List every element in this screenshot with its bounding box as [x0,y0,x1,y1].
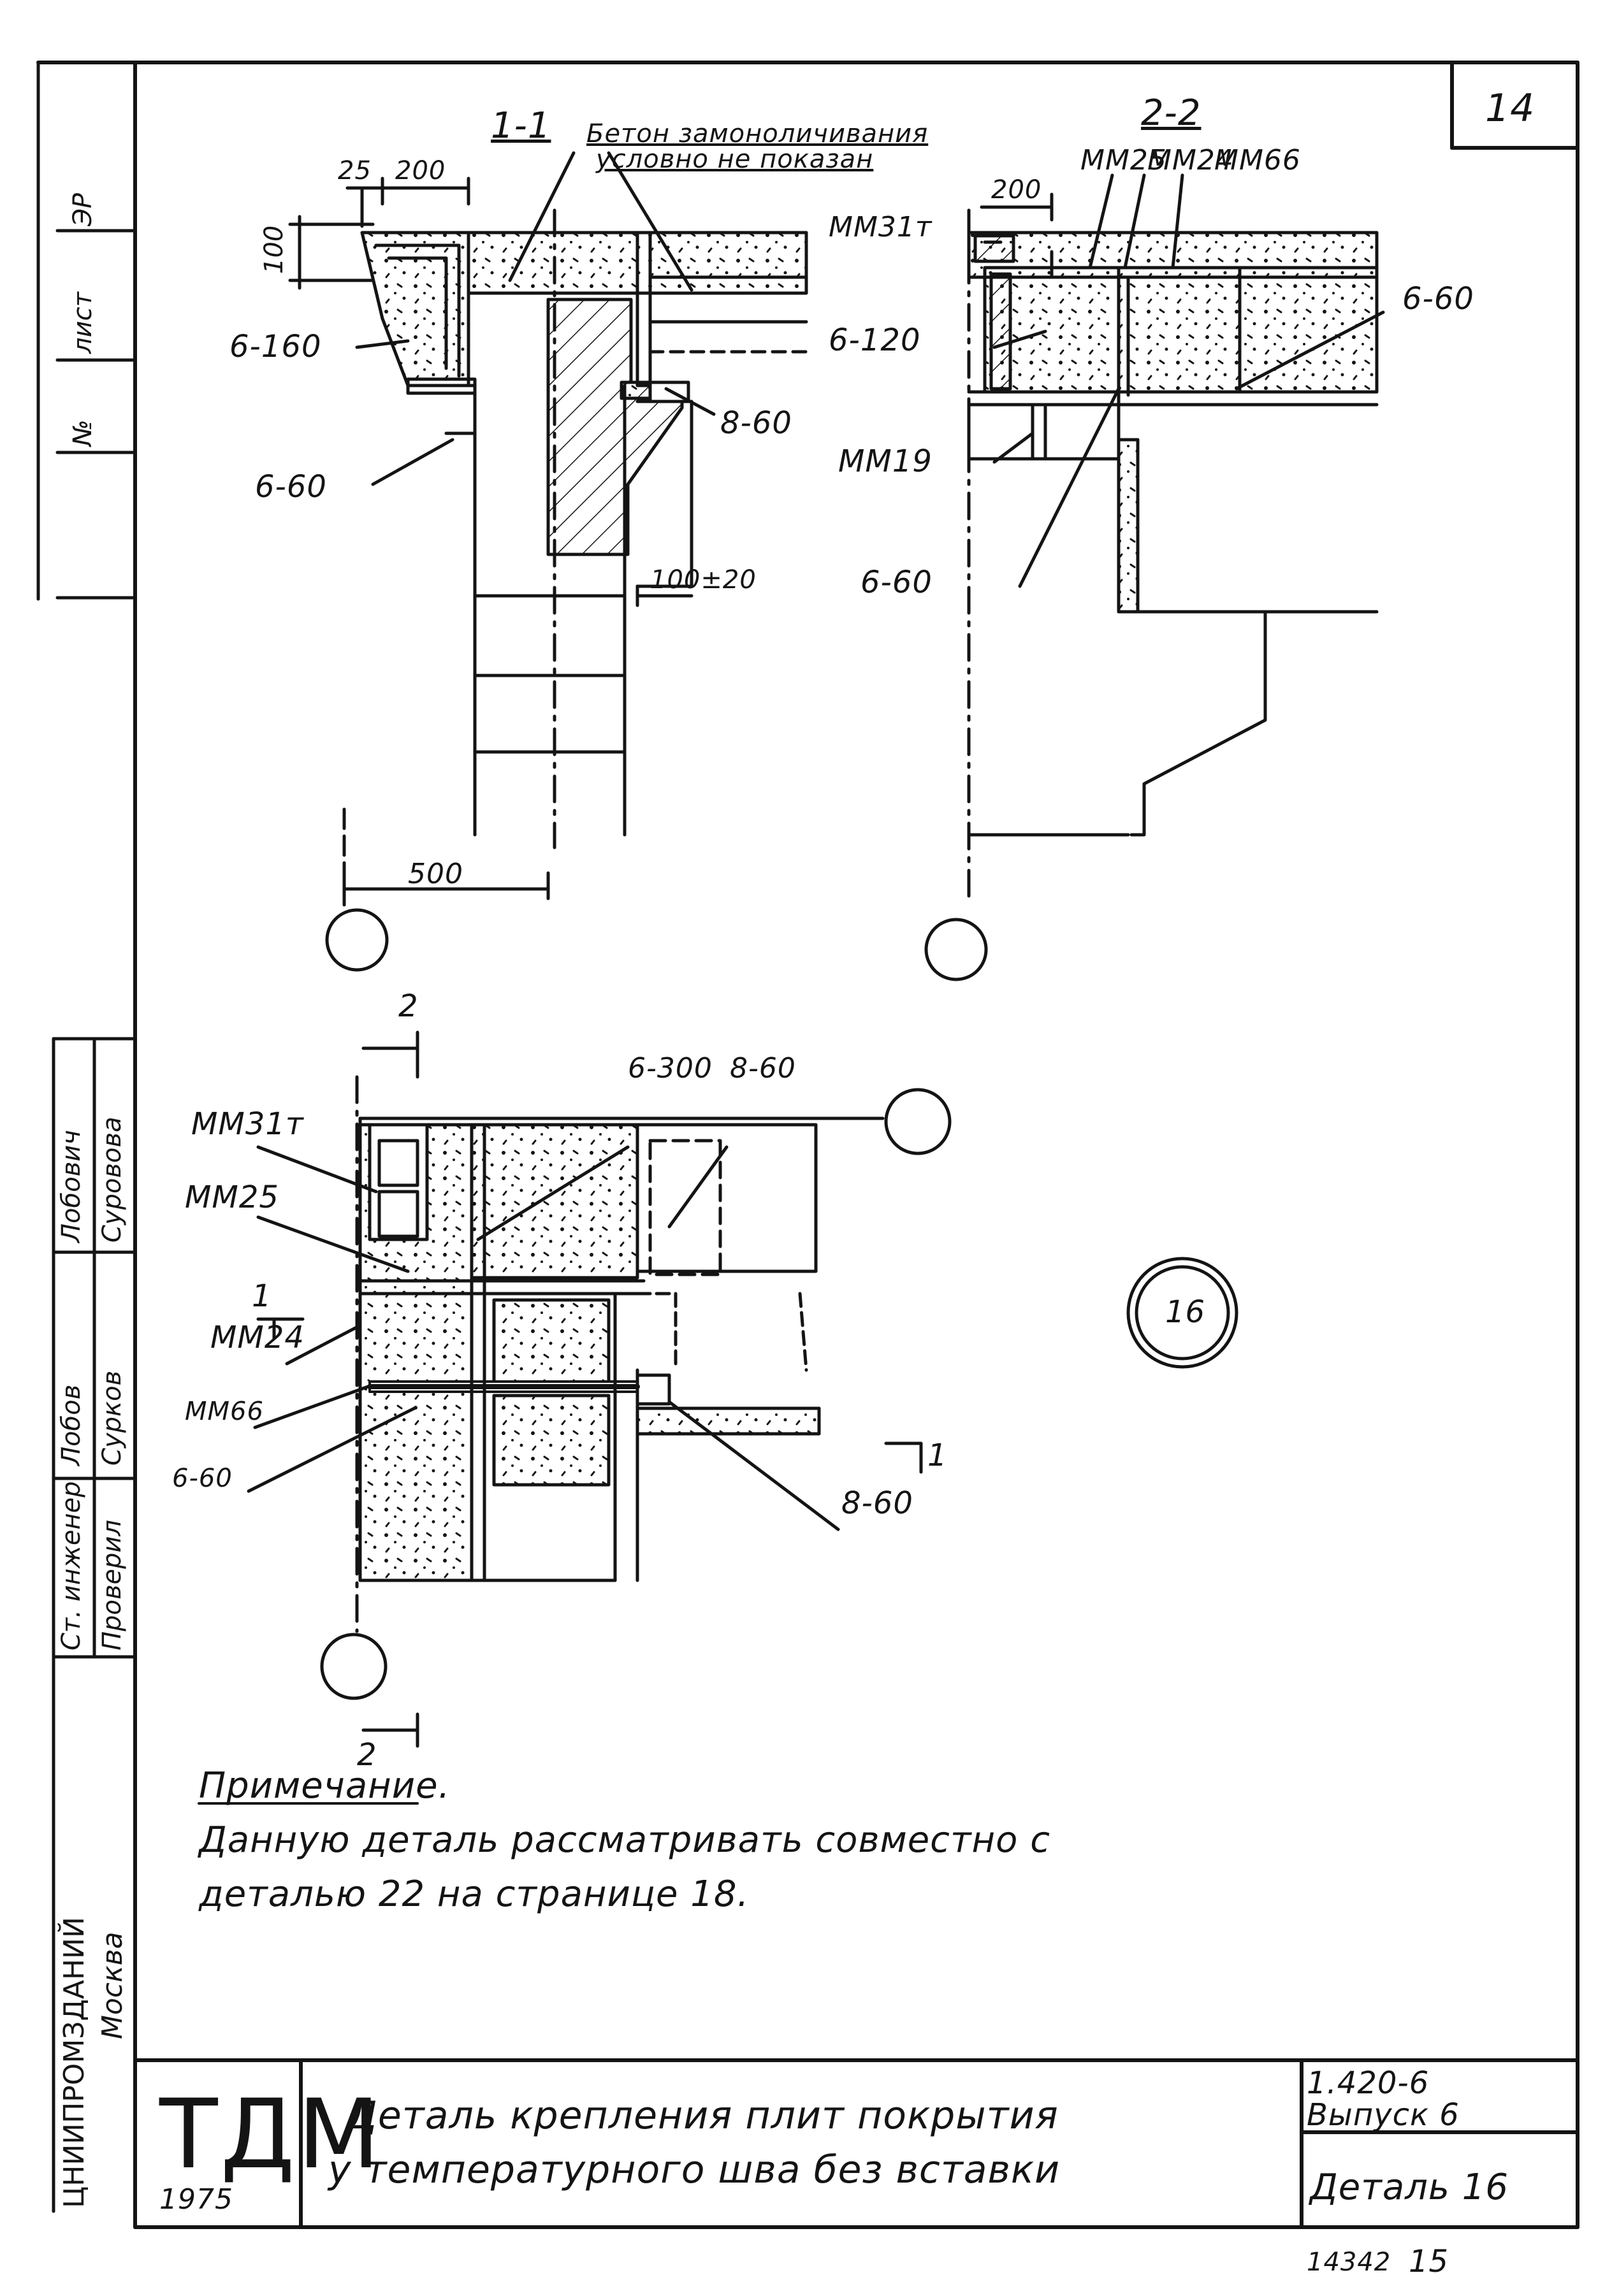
role-checked: Проверил [98,1519,127,1650]
organization-city: Москва [96,1931,129,2039]
label-6-300: 6-300 [628,1052,713,1085]
signature-1: Лобов [57,1384,86,1466]
issue-number: Выпуск 6 [1307,2097,1460,2133]
label-mm25-plan: ММ25 [185,1180,279,1215]
note-heading: Примечание. [199,1765,451,1807]
dim-200-right: 200 [991,175,1042,205]
label-6-60-c: 6-60 [860,565,933,600]
sheet-frame [36,61,1579,2229]
label-mm66-plan: ММ66 [185,1397,264,1426]
section-2-2-title: 2-2 [1141,92,1202,134]
plan-view [247,1030,1238,1748]
dim-200-left: 200 [395,156,446,185]
dim-100-20: 100±20 [650,565,757,595]
inventory-number: 14342 [1307,2248,1391,2277]
signature-2: Сурков [98,1370,127,1466]
section-2-2 [924,173,1385,981]
label-6-60-d: 6-60 [172,1464,233,1493]
cut-2-bottom: 2 [357,1737,377,1773]
label-mm31-plan: ММ31т [191,1106,304,1142]
label-6-120: 6-120 [829,322,921,358]
note-line-1: Данную деталь рассматривать совместно с [199,1819,1051,1861]
label-mm24-plan: ММ24 [210,1320,305,1355]
tdm-logo: ТДМ [159,2079,383,2190]
sheet-page-number: 15 [1409,2244,1449,2279]
label-8-60-c: 8-60 [841,1485,913,1521]
dim-100: 100 [259,225,289,274]
name-1: Лобович [57,1130,86,1243]
cut-2-top: 2 [398,988,419,1024]
cut-1-right: 1 [927,1438,948,1473]
detail-id: Деталь 16 [1310,2167,1509,2208]
page-number: 14 [1485,86,1536,131]
label-6-60-b: 6-60 [1402,281,1474,317]
section-1-1 [288,151,808,972]
role-senior-engineer: Ст. инженер [57,1481,86,1650]
label-mm24-top: ММ24 [1147,144,1234,177]
margin-list: лист [68,292,98,354]
concrete-note-line1: Бетон замоноличивания [586,119,929,148]
detail-callout-number: 16 [1165,1294,1206,1330]
margin-er: ЭР [68,192,98,226]
label-mm19: ММ19 [838,444,933,479]
dim-25: 25 [338,156,372,185]
label-8-60-a: 8-60 [720,405,792,441]
title-line-2: у температурного шва без вставки [328,2148,1061,2192]
label-8-60-b: 8-60 [730,1052,796,1085]
series-code: 1.420-6 [1307,2065,1430,2101]
label-mm66-top: ММ66 [1214,144,1301,177]
label-6-60-a: 6-60 [255,469,327,505]
concrete-note-line2: условно не показан [596,145,874,174]
name-2: Суровова [98,1116,127,1243]
organization-name: ЦНИИПРОМЗДАНИЙ [58,1917,91,2208]
margin-number: № [68,419,98,446]
label-mm31-top: ММ31т [829,211,933,243]
year: 1975 [159,2183,233,2216]
section-1-1-title: 1-1 [491,105,551,147]
label-6-160: 6-160 [229,329,322,365]
left-margin-lines [36,61,137,2213]
dim-500: 500 [408,858,463,890]
title-block-lines [133,2058,1579,2229]
title-line-1: Деталь крепления плит покрытия [347,2093,1059,2138]
cut-1-left: 1 [252,1278,272,1314]
note-line-2: деталью 22 на странице 18. [199,1874,750,1915]
label-mm25-top: ММ25 [1080,144,1167,177]
